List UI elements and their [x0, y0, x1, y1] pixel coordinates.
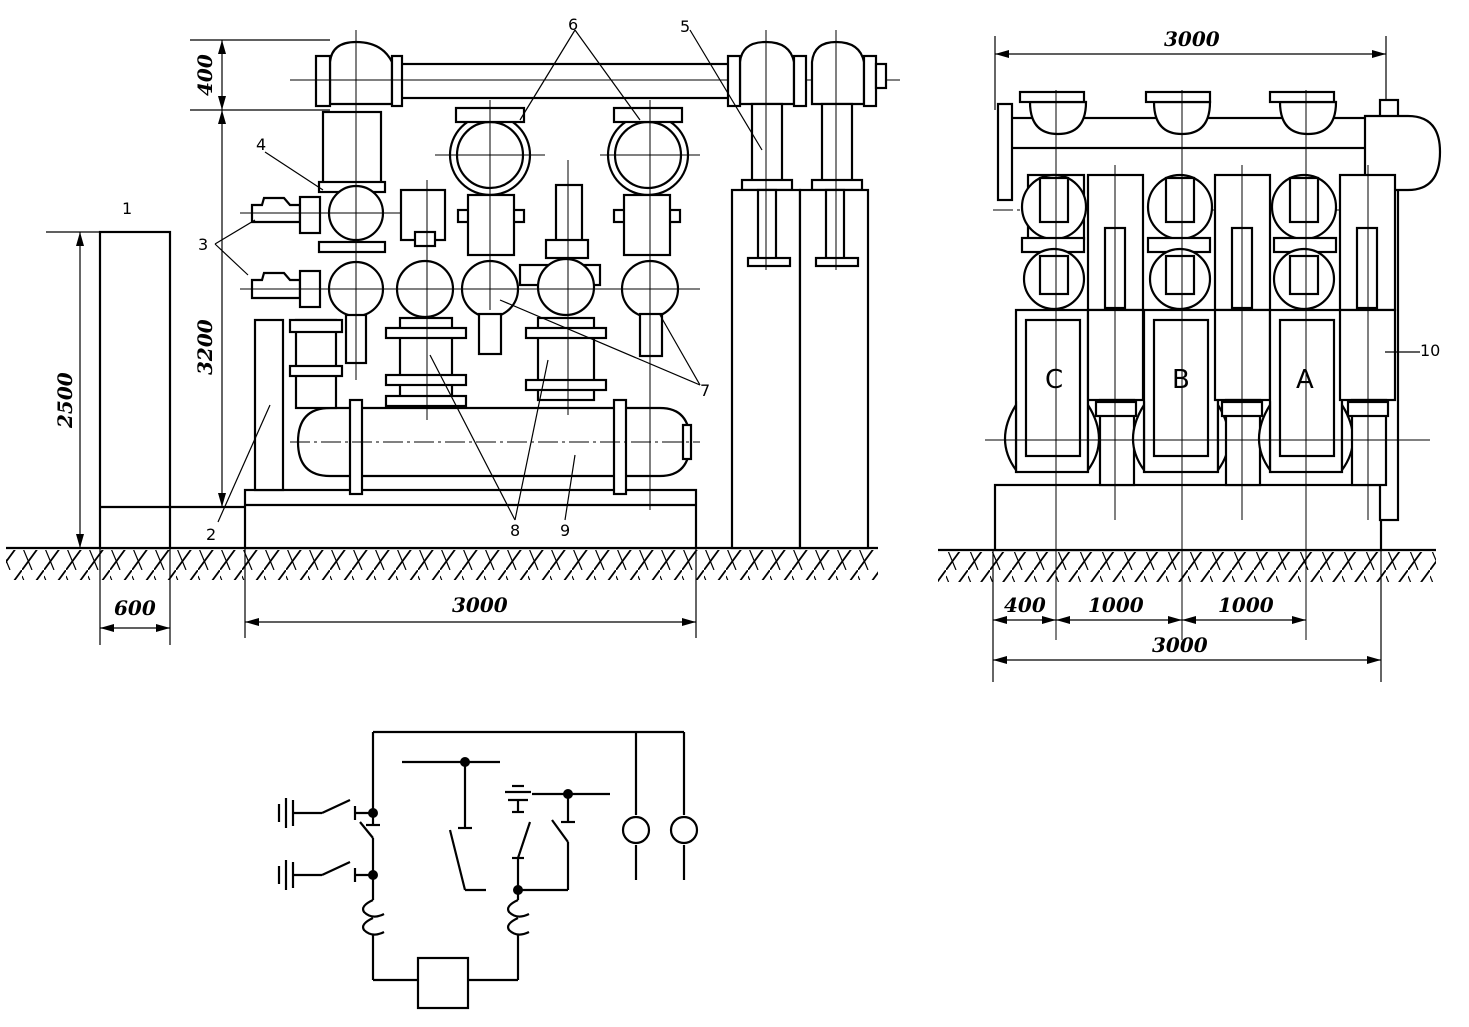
phase-c-label: C [1045, 365, 1063, 395]
callout-2: 2 [206, 525, 216, 544]
side-view: C B A 10 3000 400 1000 1000 3000 [938, 27, 1442, 682]
dim-3200: 3200 [193, 319, 217, 375]
callout-4: 4 [256, 135, 266, 154]
callout-5: 5 [680, 17, 690, 36]
base-plate [243, 488, 698, 550]
front-view: 1 2 3 4 5 6 7 8 9 400 3200 2500 600 3000 [6, 15, 900, 645]
dim-2500: 2500 [53, 372, 77, 429]
callout-3: 3 [198, 235, 208, 254]
control-cabinet [98, 230, 172, 550]
phase-a-label: A [1296, 365, 1314, 395]
dim-1000-b: 1000 [1218, 593, 1274, 617]
phase-b-label: B [1172, 365, 1190, 395]
ground-hatch-side [938, 552, 1436, 582]
callout-6: 6 [568, 15, 578, 34]
ground-hatch-front [6, 550, 878, 580]
top-busbar [398, 62, 732, 100]
circuit-breaker-box [416, 956, 470, 1010]
dim-1000-a: 1000 [1088, 593, 1144, 617]
dim-600: 600 [114, 596, 156, 620]
dim-3000-top: 3000 [1164, 27, 1220, 51]
callout-1: 1 [122, 199, 132, 218]
dim-400-top: 400 [193, 54, 217, 96]
dim-400-side: 400 [1004, 593, 1046, 617]
callout-10: 10 [1420, 341, 1440, 360]
single-line-scheme [277, 730, 699, 1010]
drive-mechanism [253, 318, 285, 492]
dim-3000-side: 3000 [1152, 633, 1208, 657]
callout-8: 8 [510, 521, 520, 540]
callout-7: 7 [700, 381, 710, 400]
dim-3000-base: 3000 [452, 593, 508, 617]
callout-9: 9 [560, 521, 570, 540]
